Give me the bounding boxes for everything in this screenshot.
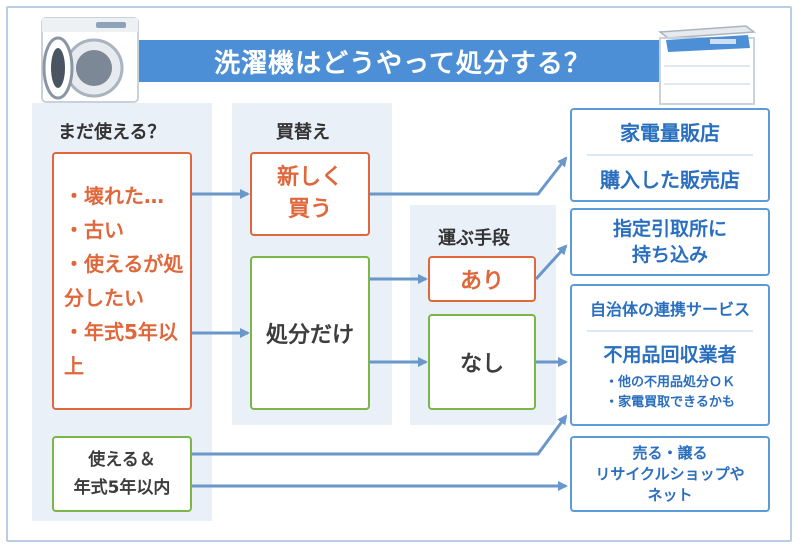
destination-stores-box: 家電量販店 購入した販売店: [570, 108, 770, 202]
diagram-title: 洗濯機はどうやって処分する？: [135, 40, 670, 82]
collection-divider: [586, 330, 754, 332]
arrow-yes-to-dropoff: [534, 244, 568, 281]
drum-washer-icon: [41, 17, 139, 103]
condition-over-5-years: ・年式5年以上: [64, 320, 178, 378]
sell-line2: リサイクルショップや: [595, 464, 745, 483]
transport-no-box: なし: [428, 314, 536, 410]
usable-recent-box: 使える＆ 年式5年以内: [52, 436, 192, 512]
condition-broken: ・壊れた…: [64, 184, 164, 208]
dropoff-line1: 指定引取所に: [612, 218, 727, 240]
sell-line3: ネット: [647, 485, 693, 504]
municipal-service: 自治体の連携サービス: [589, 300, 750, 319]
junk-collector: 不用品回収業者: [603, 344, 737, 366]
usable-recent-line2: 年式5年以内: [73, 478, 171, 498]
destination-electronics-store: 家電量販店: [620, 121, 720, 145]
transport-yes-box: あり: [428, 256, 536, 302]
dispose-only-box: 処分だけ: [250, 256, 370, 410]
transport-no-label: なし: [459, 352, 504, 377]
header-replace: 買替え: [276, 122, 330, 143]
destination-collection-box: 自治体の連携サービス 不用品回収業者 ・他の不用品処分ＯＫ ・家電買取できるかも: [570, 284, 770, 426]
header-transport: 運ぶ手段: [438, 228, 510, 249]
transport-yes-label: あり: [459, 269, 504, 294]
arrow-usable-to-collection: [192, 414, 568, 456]
header-usable: まだ使える？: [58, 122, 166, 143]
sell-line1: 売る・譲る: [632, 443, 708, 462]
destination-dropoff-box: 指定引取所に 持ち込み: [570, 208, 770, 276]
outer-frame: [6, 6, 792, 542]
top-loader-washer-icon: [657, 25, 757, 105]
buy-new-box: 新しく 買う: [250, 152, 370, 236]
collector-note-other-items: ・他の不用品処分ＯＫ: [604, 375, 735, 390]
stores-divider: [586, 154, 754, 156]
destination-purchase-store: 購入した販売店: [600, 168, 740, 192]
dropoff-line2: 持ち込み: [631, 244, 708, 266]
arrow-buy-to-stores: [370, 156, 568, 196]
usable-recent-line1: 使える＆: [88, 450, 156, 470]
condition-want-dispose: ・使えるが処分したい: [64, 252, 184, 310]
condition-old: ・古い: [64, 218, 124, 242]
buy-new-line1: 新しく: [276, 165, 343, 190]
dispose-only-label: 処分だけ: [265, 323, 354, 348]
buy-new-line2: 買う: [287, 197, 332, 222]
destination-sell-box: 売る・譲る リサイクルショップや ネット: [570, 436, 770, 512]
condition-box: ・壊れた… ・古い ・使えるが処分したい ・年式5年以上: [52, 152, 192, 410]
collector-note-buyback: ・家電買取できるかも: [605, 395, 735, 410]
